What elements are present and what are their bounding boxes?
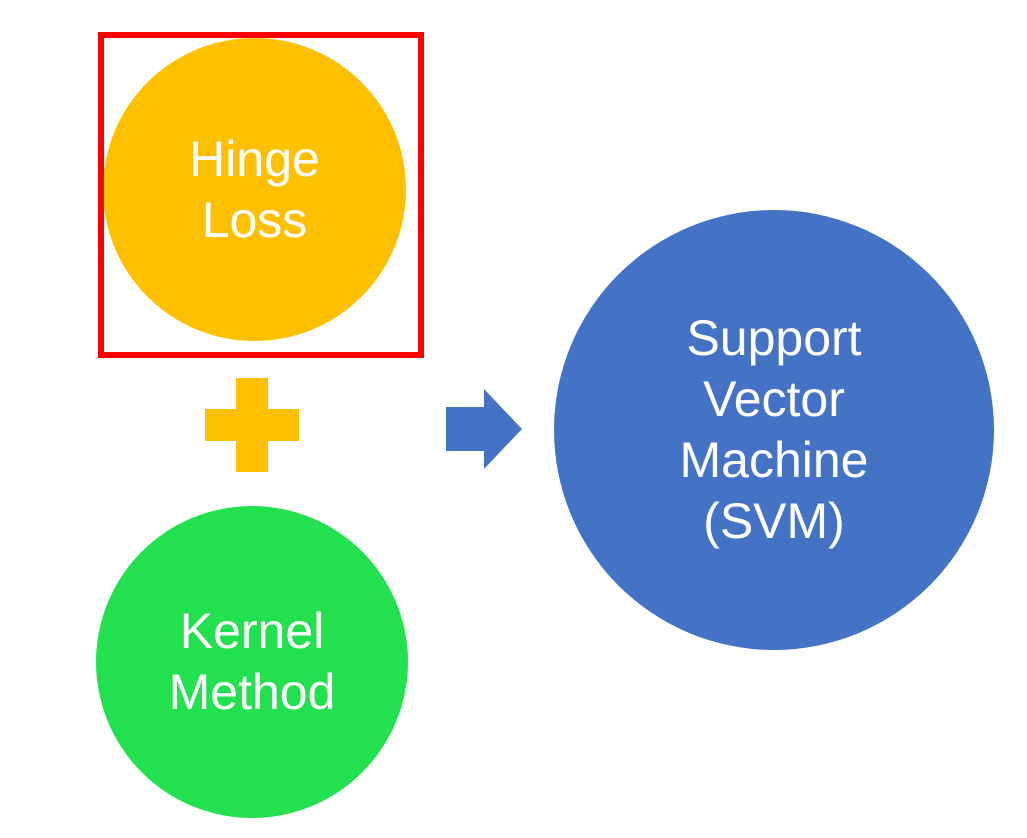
arrow-right-icon xyxy=(446,389,522,469)
arrow-shape xyxy=(446,389,522,469)
svm-label-line-4: (SVM) xyxy=(703,493,845,549)
kernel-method-label-line-1: Kernel xyxy=(179,603,325,659)
kernel-method-node: Kernel Method xyxy=(96,506,408,818)
kernel-method-label-line-2: Method xyxy=(168,664,336,720)
svm-node: Support Vector Machine (SVM) xyxy=(554,210,994,650)
hinge-loss-label-line-2: Loss xyxy=(201,191,308,248)
plus-vertical-bar xyxy=(236,378,268,472)
plus-icon xyxy=(205,378,299,472)
hinge-loss-node: Hinge Loss xyxy=(103,38,406,341)
svm-label-line-3: Machine xyxy=(679,432,869,488)
hinge-loss-label-line-1: Hinge xyxy=(189,130,320,187)
svm-label-line-2: Vector xyxy=(703,371,845,427)
svm-label-line-1: Support xyxy=(686,310,862,366)
